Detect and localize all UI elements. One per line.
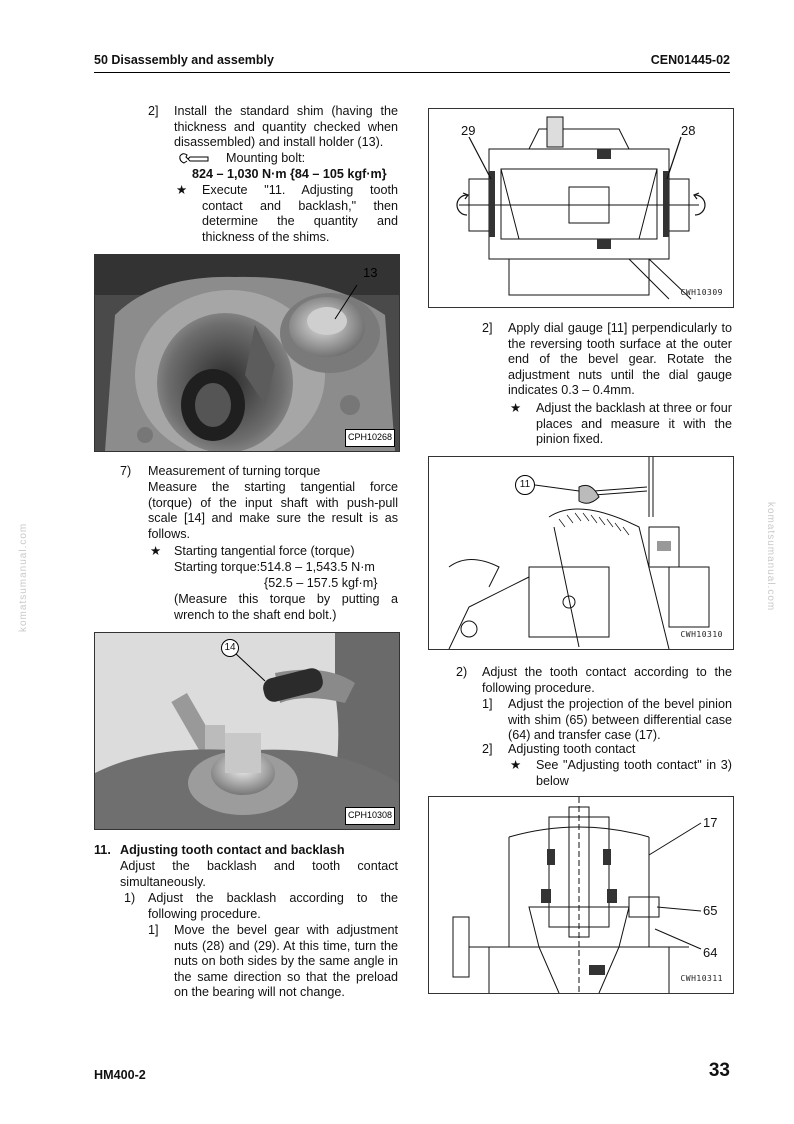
step-2-number: 2] [148,104,159,118]
header-doc-code: CEN01445-02 [650,53,730,67]
callout-29: 29 [461,123,476,138]
step-7-number: 7) [120,464,132,478]
photo-holder-installation: 13 CPH10268 [94,254,400,452]
sub-step-1-number: 1] [482,697,493,711]
photo-label: CPH10308 [344,807,395,825]
callout-17: 17 [703,815,718,830]
footer-model: HM400-2 [94,1068,146,1082]
callout-28: 28 [681,123,696,138]
wrench-icon [178,152,212,171]
mounting-bolt-label: Mounting bolt: [226,151,306,165]
starting-torque-kgfm: {52.5 – 157.5 kgf·m} [264,576,378,590]
sub-step-1-text: Move the bevel gear with adjustment nuts… [174,923,398,1000]
step-7-text: Measure the starting tangential force (t… [148,480,398,541]
callout-11: 11 [515,475,535,495]
callout-14: 14 [221,639,239,657]
step-1-number: 1) [124,891,136,905]
step-2-number: 2] [482,321,493,335]
backlash-note: Adjust the backlash at three or four pla… [536,401,732,447]
sub-step-2-number: 2] [482,742,493,756]
watermark-left: komatsumanual.com [18,522,29,632]
star-icon: ★ [150,544,162,558]
diagram-adjustment-nuts: 29 28 CWH10309 [428,108,734,308]
mounting-bolt-torque: 824 – 1,030 N·m {84 – 105 kgf·m} [192,167,387,181]
sub-step-1-number: 1] [148,923,159,937]
figure-label: CWH10311 [680,974,723,984]
diagram-shim-transfer-case: 17 65 64 CWH10311 [428,796,734,994]
header-section: 50 Disassembly and assembly [94,53,274,67]
section-11-title: Adjusting tooth contact and backlash [120,843,345,857]
step-7-title: Measurement of turning torque [148,464,321,478]
figure-label: CWH10310 [680,630,723,640]
photo-label: CPH10268 [344,429,395,447]
section-11-intro: Adjust the backlash and tooth contact si… [120,859,398,889]
callout-65: 65 [703,903,718,918]
sub-step-1-text: Adjust the projection of the bevel pinio… [508,697,732,743]
figure-label: CWH10309 [680,288,723,298]
step-2b-number: 2) [456,665,468,679]
star-icon: ★ [176,183,188,197]
torque-measurement-note: (Measure this torque by putting a wrench… [174,592,398,622]
step-2-dial-gauge-text: Apply dial gauge [11] perpendicularly to… [508,321,732,398]
header-rule [94,72,730,73]
sub-step-2-text: Adjusting tooth contact [508,742,636,756]
callout-64: 64 [703,945,718,960]
page-number: 33 [708,1060,730,1081]
step-1-text: Adjust the backlash according to the fol… [148,891,398,921]
star-icon: ★ [510,758,522,772]
tooth-contact-note: See "Adjusting tooth contact" in 3) belo… [536,758,732,788]
diagram-dial-gauge: 11 CWH10310 [428,456,734,650]
star-icon: ★ [510,401,522,415]
starting-torque-nm: Starting torque:514.8 – 1,543.5 N·m [174,560,375,574]
step-2b-text: Adjust the tooth contact according to th… [482,665,732,695]
watermark-right: komatsumanual.com [765,502,776,612]
step-2-text: Install the standard shim (having the th… [174,104,398,150]
step-2-note: Execute "11. Adjusting tooth contact and… [202,183,398,244]
photo-push-pull-scale: 14 CPH10308 [94,632,400,830]
tangential-force-title: Starting tangential force (torque) [174,544,355,558]
section-11-number: 11. [94,843,111,857]
callout-13: 13 [363,265,378,280]
